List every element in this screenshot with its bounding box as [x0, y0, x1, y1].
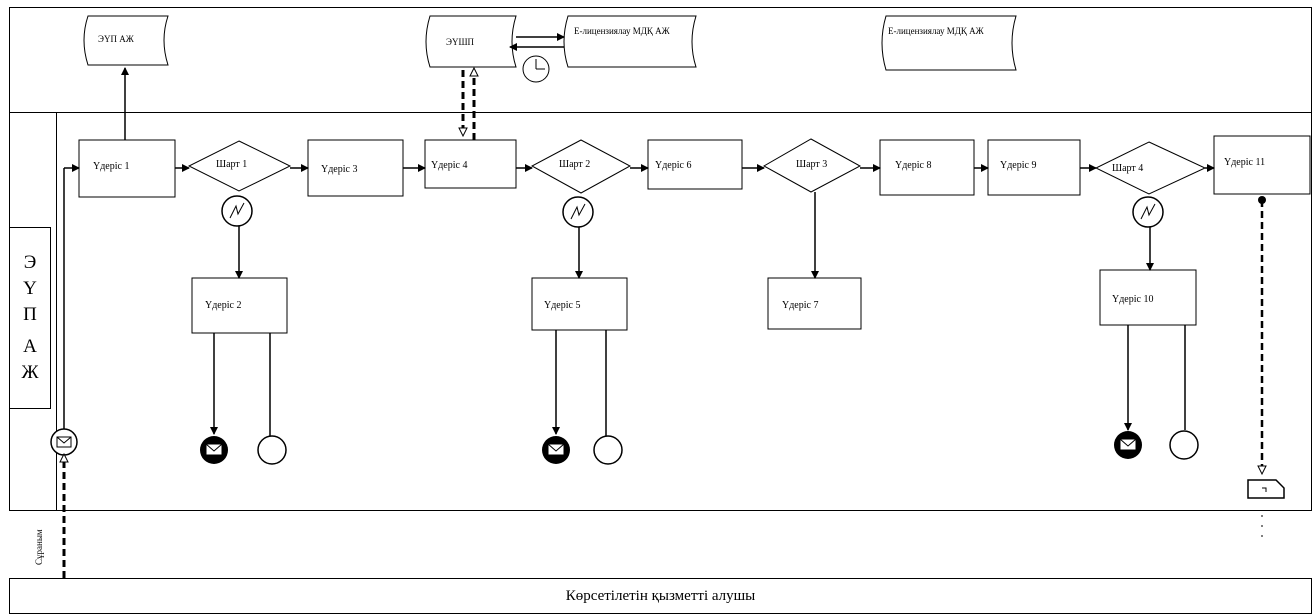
step7-label: Үдеріс 7 [782, 300, 819, 311]
condition2-diamond [530, 139, 632, 194]
condition4-label: Шарт 4 [1112, 163, 1144, 174]
lane-letter-4: А [23, 336, 37, 357]
condition1-label: Шарт 1 [216, 159, 248, 170]
start-message-icon [50, 428, 78, 456]
step2-end-event [257, 435, 287, 465]
step2-label: Үдеріс 2 [205, 300, 242, 311]
timer-icon [522, 55, 550, 83]
lane-letter-2: Ү [23, 278, 37, 299]
eushp-store-label: ЭҮШП [446, 37, 475, 47]
step8-box [879, 139, 975, 196]
eup-lane-label: Э Ү П А Ж [9, 227, 51, 409]
lane-divider [56, 113, 57, 510]
step10-end-event [1169, 430, 1199, 460]
eup-store-label: ЭҮП АЖ [98, 34, 134, 44]
lane-letter-5: Ж [21, 362, 39, 383]
step6-box [647, 139, 743, 190]
step2-box [191, 277, 288, 334]
step3-box [307, 139, 404, 197]
gateway2-icon [562, 196, 594, 228]
condition4-diamond [1094, 141, 1207, 195]
step5-message-end-icon [542, 436, 570, 464]
step9-box [987, 139, 1081, 196]
condition1-diamond [187, 140, 292, 192]
eh-store-b-label: Е-лицензиялау МДҚ АЖ [888, 26, 984, 36]
step4-box [424, 139, 517, 189]
eh-store-b-shape [881, 15, 1017, 71]
gateway1-icon [221, 195, 253, 227]
lane-letter-3: П [23, 304, 37, 325]
document-icon [1247, 479, 1285, 499]
step8-label: Үдеріс 8 [895, 160, 932, 171]
lane-letter-1: Э [23, 252, 37, 273]
eup-store-shape [83, 15, 169, 66]
step10-label: Үдеріс 10 [1112, 294, 1154, 305]
gateway4-icon [1132, 196, 1164, 228]
step2-message-end-icon [200, 436, 228, 464]
step9-label: Үдеріс 9 [1000, 160, 1037, 171]
eh-store-a-label: Е-лицензиялау МДҚ АЖ [574, 26, 670, 36]
condition3-label: Шарт 3 [796, 159, 828, 170]
step10-message-end-icon [1114, 431, 1142, 459]
step4-label: Үдеріс 4 [431, 160, 468, 171]
step3-label: Үдеріс 3 [321, 164, 358, 175]
condition2-label: Шарт 2 [559, 159, 591, 170]
eushp-store-shape [425, 15, 517, 68]
service-receiver-label: Көрсетілетін қызметті алушы [565, 587, 756, 604]
step1-box [78, 139, 176, 198]
step5-box [531, 277, 628, 331]
request-label: Сұраным [34, 529, 44, 565]
step11-box [1213, 135, 1311, 195]
step11-label: Үдеріс 11 [1224, 157, 1266, 168]
step6-label: Үдеріс 6 [655, 160, 692, 171]
step5-end-event [593, 435, 623, 465]
step5-label: Үдеріс 5 [544, 300, 581, 311]
eh-store-a-shape [563, 15, 697, 68]
step1-label: Үдеріс 1 [93, 161, 130, 172]
service-receiver-lane: Көрсетілетін қызметті алушы [9, 578, 1312, 614]
condition3-diamond [762, 138, 862, 193]
